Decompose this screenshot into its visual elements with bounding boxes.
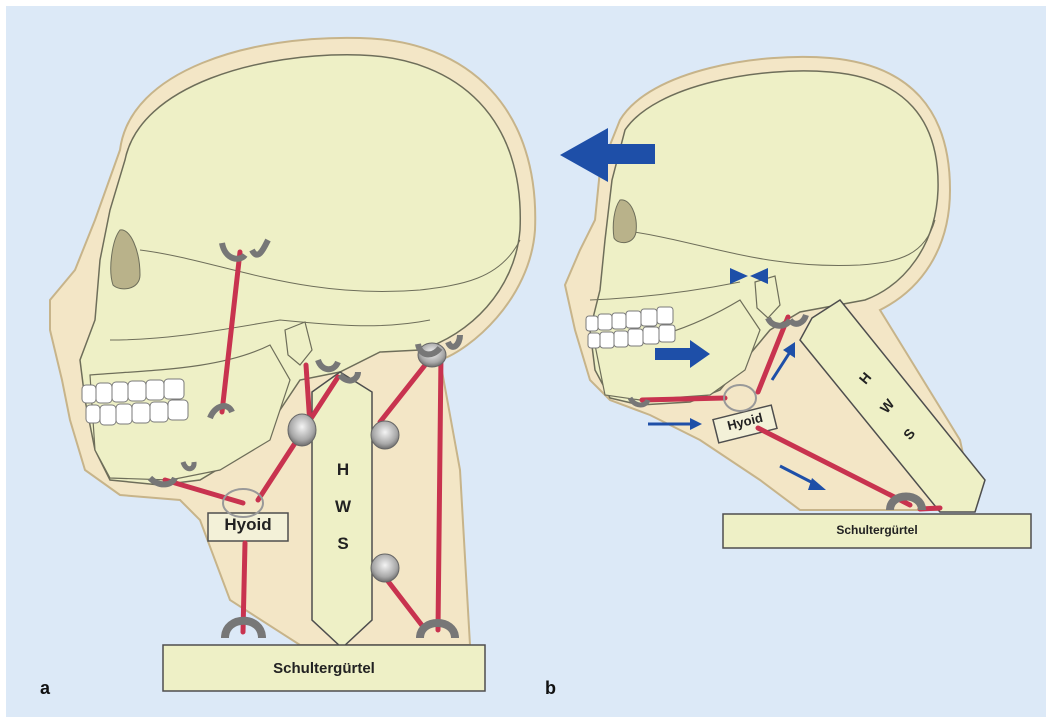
panel-a-illustration — [50, 38, 535, 691]
panel-label-b: b — [545, 678, 556, 699]
panel-label-a: a — [40, 678, 50, 699]
hws-label-w-a: W — [331, 497, 355, 517]
panel-b-illustration — [560, 57, 1031, 548]
shoulder-girdle-label-b: Schultergürtel — [723, 523, 1031, 537]
hyoid-label-a: Hyoid — [208, 515, 288, 535]
hws-label-s-a: S — [331, 534, 355, 554]
hws-label-h-a: H — [331, 460, 355, 480]
shoulder-girdle-label-a: Schultergürtel — [163, 660, 485, 677]
